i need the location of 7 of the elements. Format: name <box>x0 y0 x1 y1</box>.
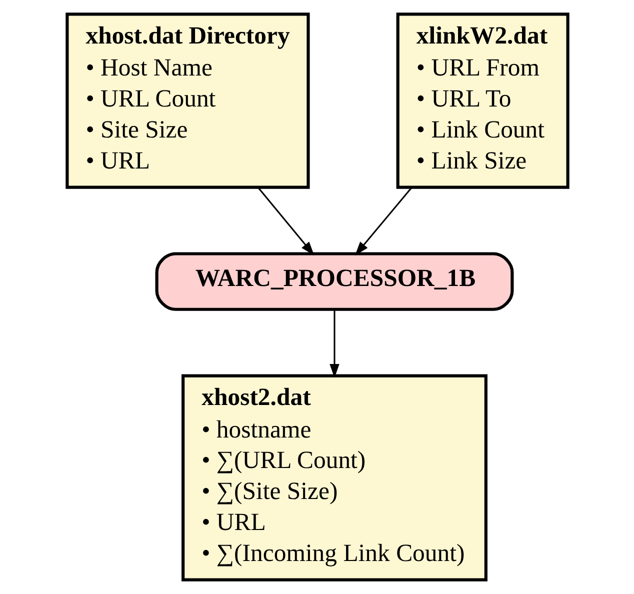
node-box: xhost.dat Directory • Host Name • URL Count • Site Size • URL <box>65 12 310 189</box>
arrow <box>257 187 314 256</box>
node-box: xlinkW2.dat • URL From • URL To • Link Count • Link Size <box>396 12 569 189</box>
arrow <box>354 187 412 256</box>
node-box: xhost2.dat • hostname • ∑(URL Count) • ∑(Site Size) • URL • ∑(Incoming Link Count) <box>181 374 487 582</box>
arrow <box>329 310 339 378</box>
node-box: WARC_PROCESSOR_1B <box>154 252 514 311</box>
